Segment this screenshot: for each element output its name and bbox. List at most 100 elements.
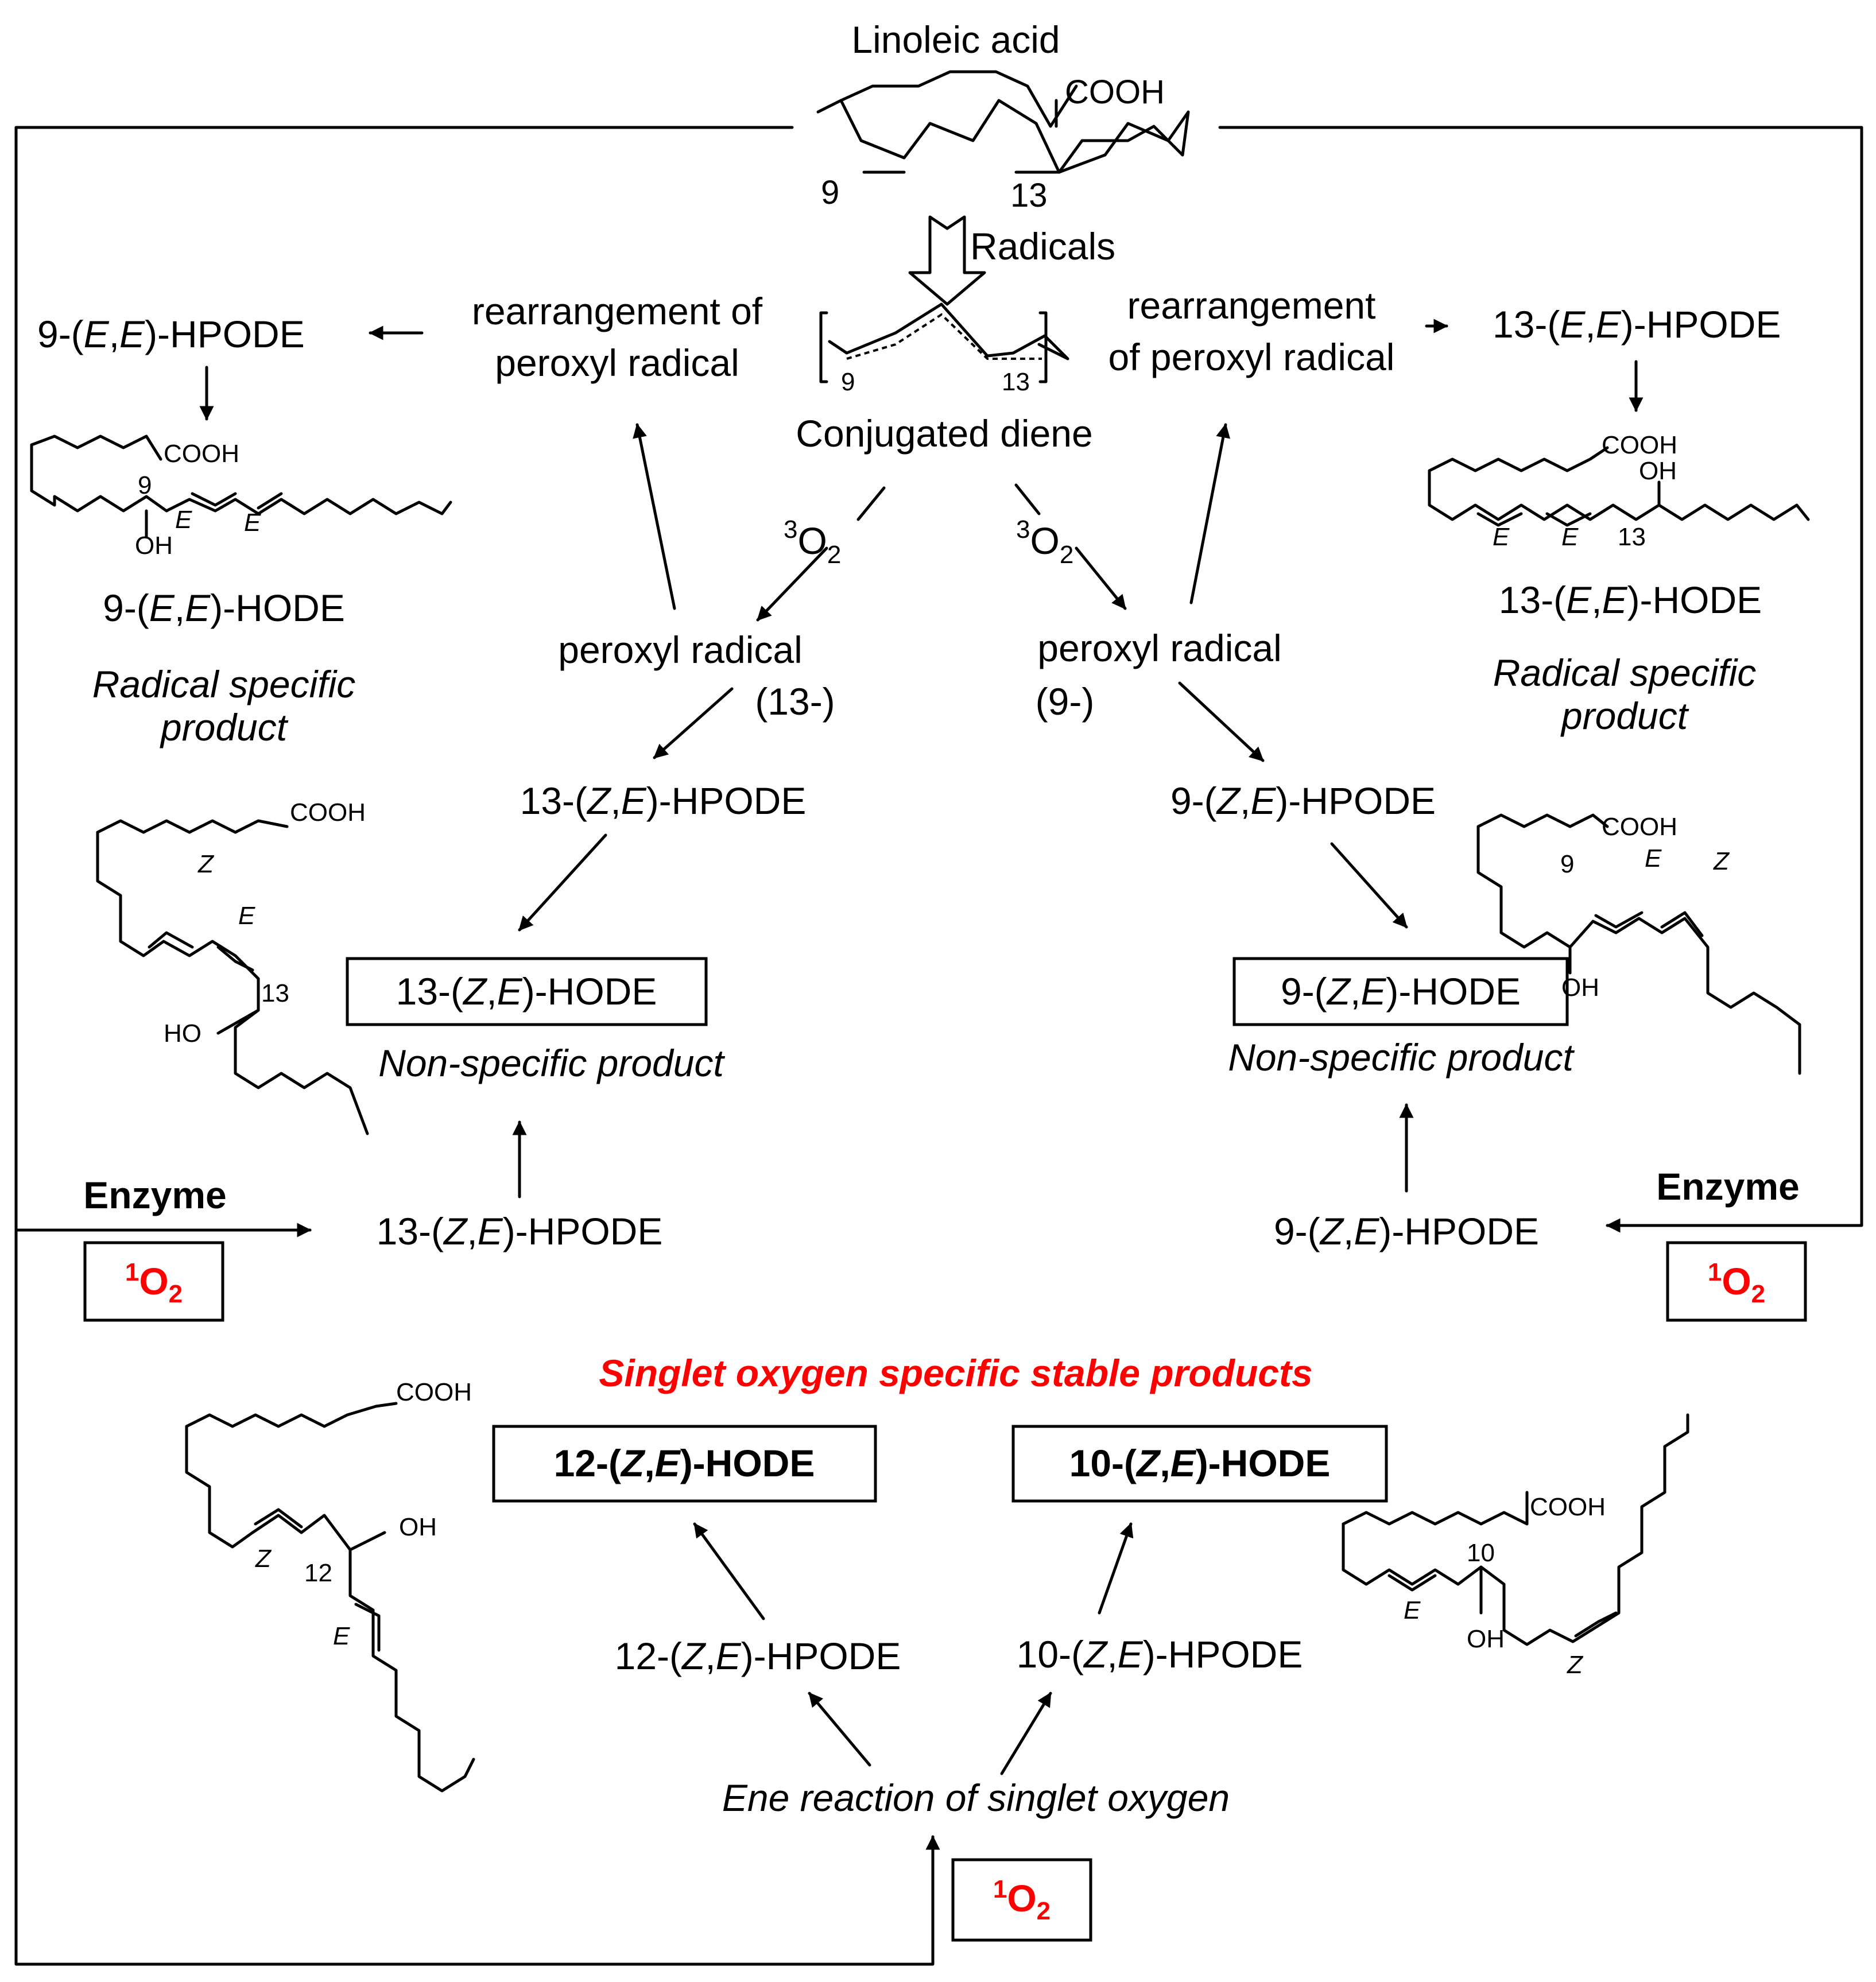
triplet-o2-right: 3O2 (1016, 515, 1073, 569)
hpode-12ZE: 12-(Z,E)-HPODE (615, 1635, 901, 1677)
diene-c13: 13 (1002, 368, 1030, 396)
hode-13ZE: 13-(Z,E)-HODE (396, 970, 657, 1013)
linoleic-c9: 9 (821, 174, 839, 211)
left-radical-product: 9-(E,E)-HPODE COOH 9 E E OH 9-(E,E)-HODE… (30, 313, 452, 748)
singlet-o2-bottom-box (951, 1858, 1092, 1942)
nonspecific-right-label: Non-specific product (1228, 1036, 1575, 1079)
singlet-specific-title: Singlet oxygen specific stable products (599, 1352, 1312, 1394)
triplet-oxygen-paths: 3O2 3O2 (756, 483, 1127, 622)
hode-13ZE-box (346, 957, 708, 1026)
hode-10ZE-e: E (1404, 1596, 1421, 1624)
radical-specific-right-line2: product (1560, 695, 1689, 737)
rearrangement-right-line2: of peroxyl radical (1108, 336, 1395, 378)
arrow-peroxyl13-hpode (653, 687, 734, 759)
rearrangement-left-line1: rearrangement of (472, 290, 763, 332)
outer-frame (14, 126, 1863, 1966)
hode-12ZE-oh: OH (399, 1513, 437, 1541)
hode-9ZE-cooh: COOH (1602, 813, 1677, 841)
rearrangement-right-line1: rearrangement (1127, 284, 1376, 327)
linoleic-structure (816, 99, 1190, 174)
hode-12ZE-n12: 12 (304, 1559, 332, 1587)
right-radical-product: 13-(E,E)-HPODE COOH OH E E 13 13-(E,E)-H… (1428, 303, 1810, 737)
hode-10ZE-structure (1342, 1413, 1689, 1646)
peroxyl-radical-9: peroxyl radical (1037, 627, 1282, 669)
hode-13EE-structure (1428, 469, 1810, 521)
ene-reaction-label: Ene reaction of singlet oxygen (722, 1777, 1230, 1819)
hode-9EE-cooh: COOH (164, 440, 239, 468)
hode-10ZE-oh: OH (1467, 1625, 1505, 1653)
peroxyl-pos9: (9-) (1036, 680, 1095, 723)
peroxyl-pos13: (13-) (755, 680, 835, 723)
hode-9EE-e1: E (175, 506, 192, 534)
hpode-10ZE: 10-(Z,E)-HPODE (1017, 1633, 1303, 1675)
linoleic-cooh: COOH (1065, 73, 1165, 111)
hode-13ZE-e: E (238, 902, 255, 930)
hode-10ZE-cooh: COOH (1530, 1493, 1606, 1521)
peroxyl-radical-13: peroxyl radical (558, 629, 803, 671)
left-nonspecific: 13-(Z,E)-HPODE 13-(Z,E)-HODE Non-specifi… (96, 779, 807, 1252)
radical-specific-right-line1: Radical specific (1493, 651, 1757, 694)
hode-9ZE-structure (1476, 825, 1801, 1075)
nonspecific-left-label: Non-specific product (378, 1042, 725, 1084)
linoleic-acid-group: Linoleic acid COOH 9 13 (816, 18, 1190, 214)
radicals-arrow: Radicals (908, 215, 1115, 306)
hode-12ZE-structure (185, 1425, 475, 1793)
singlet-o2-left-box (83, 1241, 224, 1322)
linoleic-acid-title: Linoleic acid (851, 18, 1060, 61)
hode-9EE-n9: 9 (138, 471, 152, 499)
diene-c9: 9 (841, 368, 855, 396)
hode-10ZE-z: Z (1567, 1651, 1584, 1679)
hode-13EE-e2: E (1561, 523, 1579, 551)
hode-13EE: 13-(E,E)-HODE (1499, 579, 1762, 621)
hode-9ZE-z: Z (1713, 847, 1730, 875)
hode-9EE-structure (30, 443, 452, 515)
hode-9EE-e2: E (244, 509, 261, 537)
hode-13ZE-n13: 13 (261, 979, 289, 1007)
hode-10ZE-structure-group: COOH 10 E Z OH (1342, 1413, 1689, 1679)
singlet-o2-bottom: 1O2 (993, 1875, 1051, 1925)
arrow-peroxyl9-rearr (1189, 423, 1230, 604)
hode-12ZE-box (492, 1425, 877, 1503)
hode-13ZE-structure (96, 831, 369, 1135)
hode-9EE-oh: OH (135, 532, 173, 560)
hollow-arrow-icon (908, 215, 986, 306)
arrow-peroxyl9-hpode (1178, 681, 1265, 762)
arrow-peroxyl13-rearr (633, 423, 676, 610)
hpode-13ZE-radical: 13-(Z,E)-HPODE (520, 779, 807, 822)
hode-9ZE: 9-(Z,E)-HODE (1281, 970, 1521, 1013)
radical-specific-left-line1: Radical specific (92, 663, 356, 705)
triplet-o2-left: 3O2 (784, 515, 841, 569)
rearrangement-left-line2: peroxyl radical (495, 342, 739, 384)
hode-13EE-n13: 13 (1618, 523, 1646, 551)
conjugated-diene-group: 9 13 Conjugated diene (796, 302, 1093, 455)
hode-13EE-oh: OH (1639, 457, 1677, 485)
hode-9ZE-n9: 9 (1560, 850, 1574, 878)
hode-9EE: 9-(E,E)-HODE (103, 587, 345, 629)
conjugated-diene-label: Conjugated diene (796, 412, 1092, 455)
linoleic-c13: 13 (1010, 177, 1048, 214)
enzyme-right-label: Enzyme (1656, 1165, 1799, 1208)
hode-10ZE: 10-(Z,E)-HODE (1069, 1442, 1331, 1484)
right-nonspecific: 9-(Z,E)-HPODE 9-(Z,E)-HODE Non-specific … (1170, 779, 1801, 1252)
hode-9ZE-oh: OH (1561, 973, 1599, 1002)
hode-12ZE-z: Z (255, 1545, 272, 1573)
enzyme-left-label: Enzyme (83, 1174, 226, 1216)
radicals-label: Radicals (970, 225, 1115, 267)
hode-10ZE-n10: 10 (1467, 1539, 1495, 1567)
hode-9ZE-box (1232, 957, 1569, 1026)
singlet-o2-right-box (1666, 1241, 1807, 1322)
hode-13ZE-z: Z (197, 850, 215, 878)
hode-13ZE-ho: HO (164, 1019, 201, 1048)
hode-12ZE-structure-group: COOH Z OH 12 E (185, 1378, 475, 1793)
hpode-13EE: 13-(E,E)-HPODE (1493, 303, 1781, 346)
hode-12ZE-cooh: COOH (396, 1378, 472, 1406)
hode-13ZE-cooh: COOH (290, 798, 366, 827)
hode-12ZE: 12-(Z,E)-HODE (554, 1442, 815, 1484)
hode-13EE-cooh: COOH (1602, 431, 1677, 459)
radical-specific-left-line2: product (160, 706, 289, 748)
hode-10ZE-box (1011, 1425, 1388, 1503)
singlet-o2-left: 1O2 (125, 1258, 183, 1308)
hpode-9EE: 9-(E,E)-HPODE (37, 313, 305, 355)
